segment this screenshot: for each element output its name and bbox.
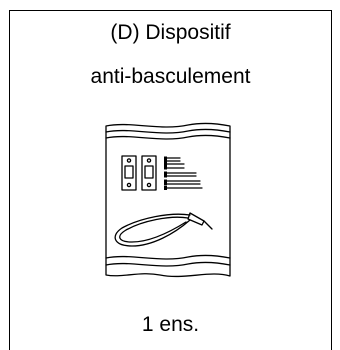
- cable-tie: [114, 212, 213, 247]
- bag-outline: [105, 122, 231, 278]
- item-title-line-1: (D) Dispositif: [110, 21, 231, 44]
- bag-bottom-seal: [105, 254, 231, 260]
- bracket-part-2: [141, 155, 157, 191]
- item-quantity: 1 ens.: [141, 313, 200, 336]
- bag-top-seal: [105, 128, 231, 134]
- screws: [165, 157, 203, 189]
- anti-tip-kit-bag-icon: [105, 122, 231, 278]
- bracket-part-1: [121, 155, 137, 191]
- item-card-frame: [9, 10, 332, 350]
- item-title-line-2: anti-basculement: [90, 65, 251, 88]
